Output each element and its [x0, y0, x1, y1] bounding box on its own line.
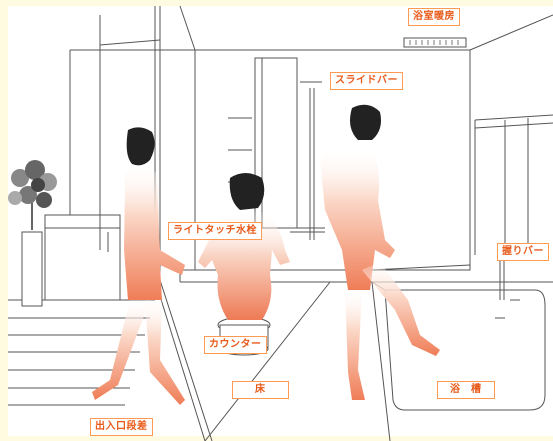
floor-label: 床 — [232, 381, 289, 399]
room-area — [8, 6, 553, 436]
faucet-label: ライトタッチ水栓 — [168, 222, 262, 240]
grab-bar-label: 握りバー — [497, 243, 549, 261]
heater-label: 浴室暖房 — [408, 8, 460, 26]
entrance-step-label: 出入口段差 — [90, 418, 153, 436]
slide-bar-label: スライドバー — [330, 72, 403, 90]
heater-vent — [404, 38, 466, 47]
counter-label: カウンター — [204, 336, 267, 354]
bathtub-label: 浴 槽 — [437, 381, 495, 399]
